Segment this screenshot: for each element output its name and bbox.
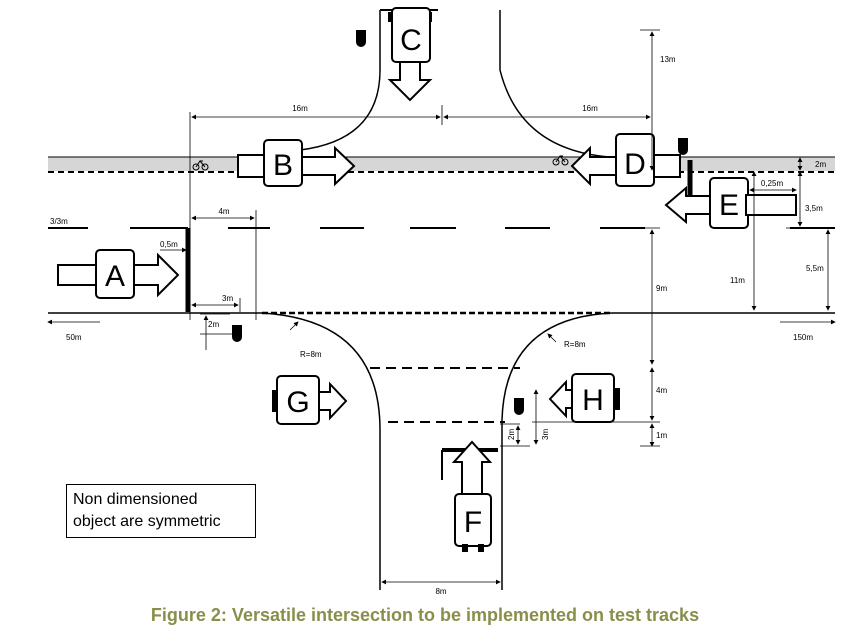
dim-2m-top: 2m [815,160,826,169]
bicycle-icon-right [552,155,569,166]
vehicle-g-label: G [286,386,309,419]
vehicle-h-arrow [548,379,575,419]
vehicle-d-arrow [570,145,619,187]
vehicle-f-label: F [464,506,482,539]
pedestrian-icon-top-right [678,138,688,155]
dim-35m: 3,5m [805,204,823,213]
note-line-2: object are symmetric [73,513,221,530]
vehicle-a: A [57,249,180,299]
vehicle-d: D [570,133,681,187]
vehicle-e-arrow [664,185,713,225]
dim-025m: 0,25m [761,179,784,188]
dim-150m: 150m [793,333,813,342]
north-road-left-curve [299,10,381,151]
note-box: Non dimensioned object are symmetric [66,484,256,538]
dim-r8m-right: R=8m [564,340,586,349]
dim-4m-right: 4m [656,386,667,395]
dim-2m-f: 2m [507,429,516,440]
south-road-left-curve [261,312,381,590]
dim-50m: 50m [66,333,82,342]
dim-3m-f: 3m [541,429,550,440]
vehicle-c-arrow [387,61,433,102]
south-road-right-curve [501,312,613,590]
vehicle-c: C [380,7,438,102]
dimension-lines [47,29,836,585]
pedestrian-icon-top [356,30,366,47]
vehicle-g-arrow [318,381,348,421]
dim-11m: 11m [730,276,745,285]
vehicle-g: G [272,375,348,425]
dim-3m-left: 3m [222,294,233,303]
vehicle-a-arrow [133,252,180,298]
pedestrian-icon-left [232,325,242,342]
vehicle-f: F [451,440,493,552]
dim-8m: 8m [435,587,446,596]
note-line-1: Non dimensioned [73,491,198,508]
vehicle-b-arrow [301,145,356,187]
dim-05m: 0,5m [160,240,178,249]
vehicle-f-arrow [451,440,493,496]
intersection-diagram: C B D E A G [47,7,836,596]
dim-16m-right: 16m [582,104,598,113]
vehicle-c-label: C [400,24,422,57]
vehicle-d-label: D [624,148,646,181]
vehicle-b-label: B [273,149,293,182]
dim-3-3m: 3/3m [50,217,68,226]
dim-9m: 9m [656,284,667,293]
dim-55m: 5,5m [806,264,824,273]
north-road-right-curve [499,10,611,158]
vehicle-a-label: A [105,260,125,293]
dim-r8m-left: R=8m [300,350,322,359]
pedestrian-icon-south [514,398,524,415]
bicycle-icon-left [192,160,209,171]
dim-4m-left: 4m [218,207,229,216]
vehicle-h-label: H [582,384,604,417]
vehicle-b: B [237,139,356,187]
vehicle-e: E [664,177,797,229]
sidewalk-right [694,157,835,171]
dim-16m-left: 16m [292,104,308,113]
vehicle-h: H [548,373,620,423]
figure-caption: Figure 2: Versatile intersection to be i… [150,605,700,625]
dim-1m: 1m [656,431,667,440]
dim-13m: 13m [660,55,676,64]
vehicle-e-label: E [719,189,739,222]
dim-2m-left: 2m [208,320,219,329]
